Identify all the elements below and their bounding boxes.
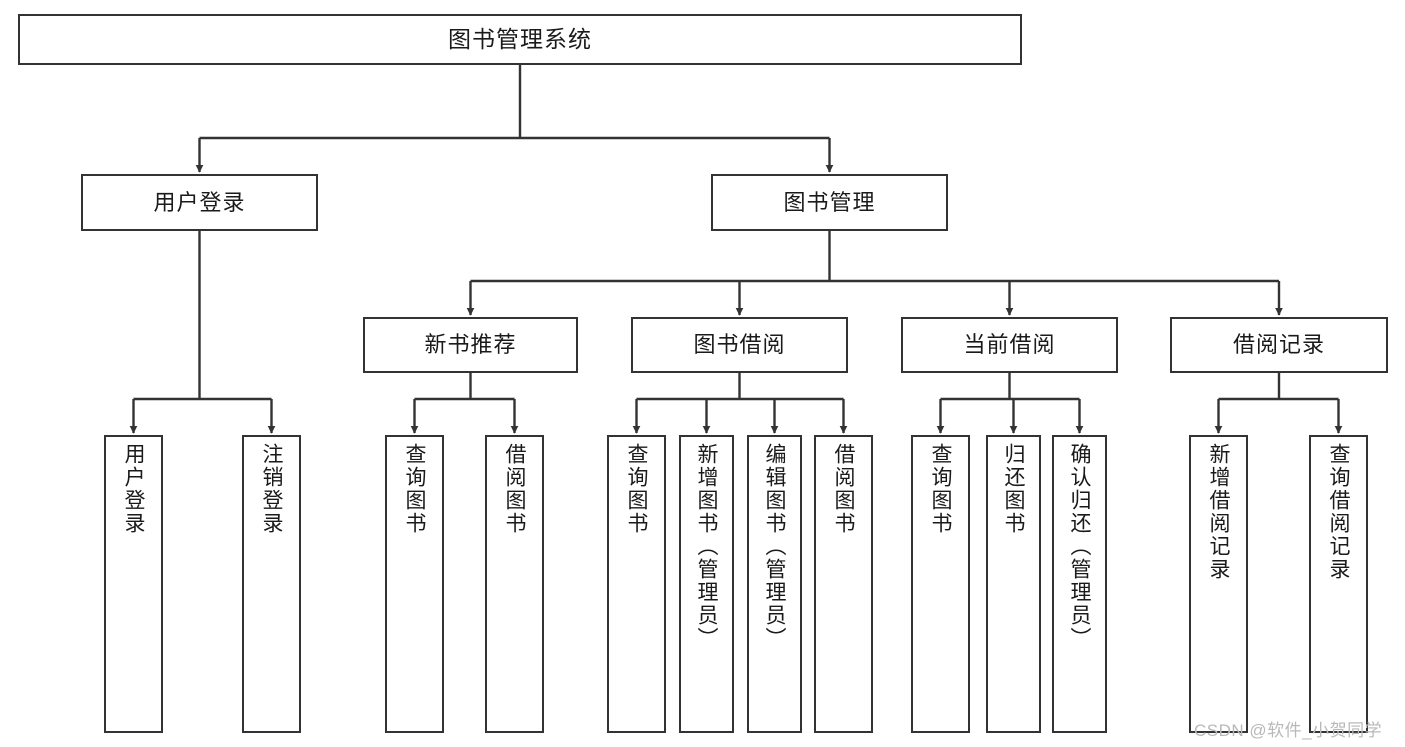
node-label: 查询图书 <box>625 443 648 535</box>
node-label: 借阅图书 <box>503 443 526 535</box>
node-leaf_br_add[interactable]: 新增借阅记录 <box>1189 435 1248 733</box>
node-label: 借阅记录 <box>1232 332 1325 358</box>
node-label: 图书管理 <box>783 189 876 215</box>
node-label: 查询借阅记录 <box>1327 443 1350 581</box>
node-label: 图书借阅 <box>693 332 786 358</box>
node-root[interactable]: 图书管理系统 <box>18 14 1022 65</box>
node-leaf_bb_borrow[interactable]: 借阅图书 <box>814 435 873 733</box>
node-label: 新增借阅记录 <box>1207 443 1230 581</box>
node-label: 图书管理系统 <box>448 25 592 52</box>
node-leaf_nb_borrow[interactable]: 借阅图书 <box>485 435 544 733</box>
node-leaf_bb_add[interactable]: 新增图书（管理员） <box>679 435 734 733</box>
node-leaf_cb_confirm[interactable]: 确认归还（管理员） <box>1052 435 1107 733</box>
node-borrow_record[interactable]: 借阅记录 <box>1170 317 1388 373</box>
node-label: 新增图书（管理员） <box>695 443 718 650</box>
node-label: 查询图书 <box>403 443 426 535</box>
node-leaf_bb_edit[interactable]: 编辑图书（管理员） <box>747 435 802 733</box>
node-current_borrow[interactable]: 当前借阅 <box>901 317 1118 373</box>
node-label: 注销登录 <box>260 443 283 535</box>
node-user_login[interactable]: 用户登录 <box>81 174 318 231</box>
node-label: 借阅图书 <box>832 443 855 535</box>
node-leaf_logout[interactable]: 注销登录 <box>242 435 301 733</box>
node-label: 查询图书 <box>929 443 952 535</box>
node-label: 编辑图书（管理员） <box>763 443 786 650</box>
node-leaf_nb_query[interactable]: 查询图书 <box>385 435 444 733</box>
node-label: 用户登录 <box>153 189 246 215</box>
node-book_borrow[interactable]: 图书借阅 <box>631 317 848 373</box>
node-label: 当前借阅 <box>963 332 1056 358</box>
node-leaf_bb_query[interactable]: 查询图书 <box>607 435 666 733</box>
node-label: 新书推荐 <box>424 332 517 358</box>
node-leaf_cb_return[interactable]: 归还图书 <box>986 435 1041 733</box>
node-label: 归还图书 <box>1002 443 1025 535</box>
node-book_mgmt[interactable]: 图书管理 <box>711 174 948 231</box>
node-new_book_rec[interactable]: 新书推荐 <box>363 317 578 373</box>
csdn-watermark: CSDN @软件_小贺同学 <box>1194 721 1383 740</box>
node-leaf_user_login[interactable]: 用户登录 <box>104 435 163 733</box>
node-label: 用户登录 <box>122 443 145 535</box>
node-label: 确认归还（管理员） <box>1068 443 1091 650</box>
node-leaf_br_query[interactable]: 查询借阅记录 <box>1309 435 1368 733</box>
node-leaf_cb_query[interactable]: 查询图书 <box>911 435 970 733</box>
